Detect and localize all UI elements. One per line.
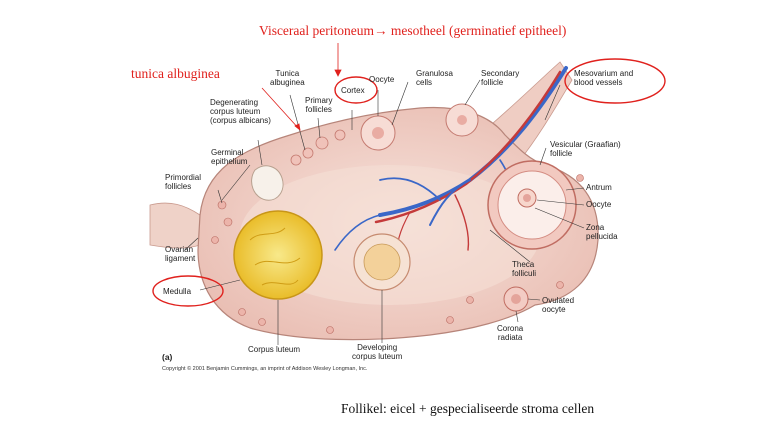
graafian-follicle-shape [487,160,577,250]
label-primary-follicles: Primary follicles [305,96,333,114]
primordial-follicles [211,174,584,334]
label-corona-radiata: Corona radiata [497,324,524,342]
tunica-albuginea-annotation: tunica albuginea [131,66,220,81]
label-granulosa-cells: Granulosa cells [416,69,453,87]
label-antrum: Antrum [586,183,612,192]
corpus-albicans-shape [251,165,284,201]
ovarian-ligament-band [149,202,201,249]
blood-vessels [334,66,568,261]
label-medulla: Medulla [163,287,192,296]
leader-lines [184,79,585,345]
mesovarium-highlight-circle [564,58,666,104]
label-vesicular-follicle: Vesicular (Graafian) follicle [550,140,621,158]
label-secondary-follicle: Secondary follicle [481,69,520,87]
corpus-luteum-shape [233,210,323,300]
label-mesovarium: Mesovarium and blood vessels [574,69,634,87]
slide-caption: Follikel: eicel + gespecialiseerde strom… [341,401,595,416]
label-zona-pellucida: Zona pellucida [586,223,618,241]
panel-letter: (a) [162,352,173,362]
ovulated-oocyte-shape [503,286,529,312]
label-ovarian-ligament: Ovarian ligament [165,245,196,263]
label-degenerating-corpus-luteum: Degenerating corpus luteum (corpus albic… [210,98,271,125]
label-theca-folliculi: Theca folliculi [512,260,537,278]
annotation-arrows [261,43,342,131]
label-tunica-albuginea: Tunica albuginea [270,69,305,87]
label-germinal-epithelium: Germinal epithelium [211,148,248,166]
label-oocyte-right: Oocyte [586,200,612,209]
label-cortex: Cortex [341,86,365,95]
copyright-notice: Copyright © 2001 Benjamin Cummings, an i… [162,366,368,372]
label-primordial-follicles: Primordial follicles [165,173,202,191]
primary-follicles [290,129,346,166]
medulla-highlight-circle [152,275,224,307]
developing-corpus-luteum-shape [353,233,411,291]
label-ovulated-oocyte: Ovulated oocyte [542,296,575,314]
cortex-highlight-circle [334,76,378,104]
label-developing-corpus-luteum: Developing corpus luteum [352,343,403,361]
label-oocyte-top: Oocyte [369,75,395,84]
label-corpus-luteum: Corpus luteum [248,345,301,354]
peritoneum-annotation: Visceraal peritoneum→ mesotheel (germina… [259,23,567,38]
